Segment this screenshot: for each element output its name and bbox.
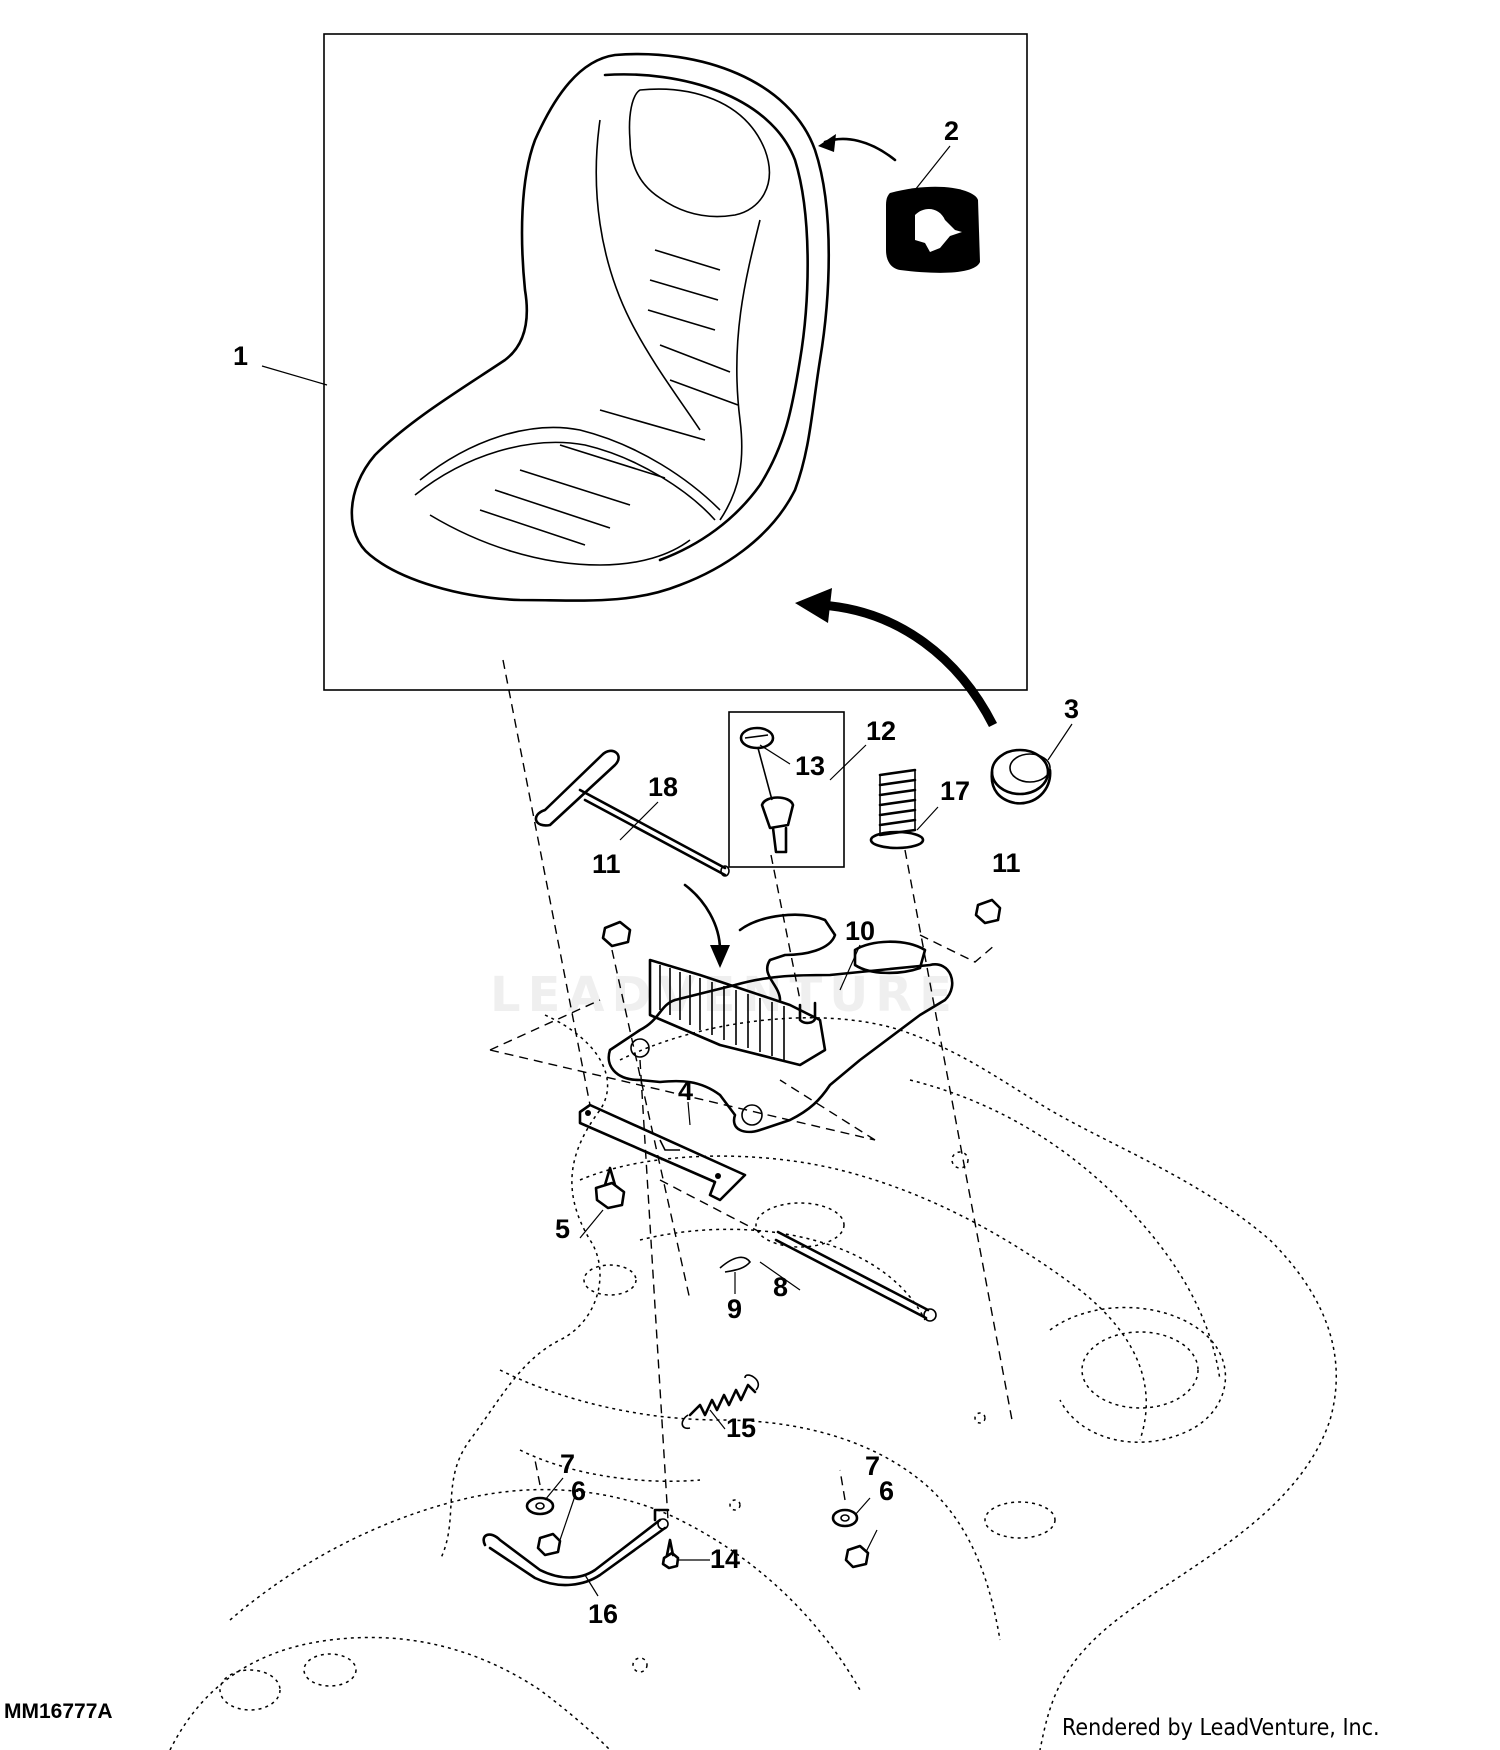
adjuster-kit-box (728, 711, 845, 868)
callout-15: 15 (726, 1413, 756, 1443)
callout-11-left: 11 (592, 849, 621, 879)
callout-1: 1 (233, 341, 248, 371)
t-handle (534, 749, 730, 968)
callout-8: 8 (773, 1272, 788, 1302)
callout-7-right: 7 (865, 1451, 880, 1481)
callout-6-right: 6 (879, 1476, 894, 1506)
callout-13: 13 (795, 751, 825, 781)
callout-6-left: 6 (571, 1476, 586, 1506)
callout-14: 14 (710, 1544, 740, 1574)
spring-17 (869, 768, 925, 850)
nut-11-right (974, 898, 1002, 925)
callout-17: 17 (940, 776, 970, 806)
callout-4: 4 (678, 1076, 693, 1106)
callout-18: 18 (648, 772, 678, 802)
callout-labels: 1 2 3 4 5 6 6 7 7 8 9 10 11 11 12 13 14 … (233, 116, 1079, 1629)
figure-code: MM16777A (4, 1700, 113, 1723)
washer-7-right (831, 1508, 859, 1528)
nut-11-left (601, 920, 632, 948)
spring-15 (681, 1374, 759, 1430)
screw (661, 1538, 680, 1570)
callout-7-left: 7 (560, 1449, 575, 1479)
nut-6-left (536, 1532, 562, 1557)
cap (739, 726, 775, 750)
callout-5: 5 (555, 1214, 570, 1244)
callout-16: 16 (588, 1599, 618, 1629)
callout-12: 12 (866, 716, 896, 746)
rod (482, 1508, 670, 1587)
tractor-frame-outline (169, 1014, 1337, 1750)
bracket (578, 1103, 747, 1202)
emblem (818, 134, 980, 273)
callout-11-right: 11 (992, 848, 1021, 878)
adjuster-plunger (757, 747, 795, 854)
leader-lines (261, 145, 1073, 1597)
watermark: LEADVENTURE (490, 967, 959, 1023)
pivot-rod (774, 1230, 937, 1322)
bolt (594, 1166, 626, 1210)
seat-base (607, 913, 954, 1134)
knob (795, 588, 1052, 805)
callout-9: 9 (727, 1294, 742, 1324)
nut-6-right (844, 1544, 870, 1569)
credit-text: Rendered by LeadVenture, Inc. (1062, 1715, 1380, 1741)
pin (719, 1256, 752, 1273)
callout-10: 10 (845, 916, 875, 946)
callout-3: 3 (1064, 694, 1079, 724)
assembly-lines (489, 659, 1013, 1521)
callout-2: 2 (944, 116, 959, 146)
seat (350, 52, 831, 602)
seat-assembly-box (323, 33, 1028, 691)
washer-7-left (525, 1496, 555, 1516)
